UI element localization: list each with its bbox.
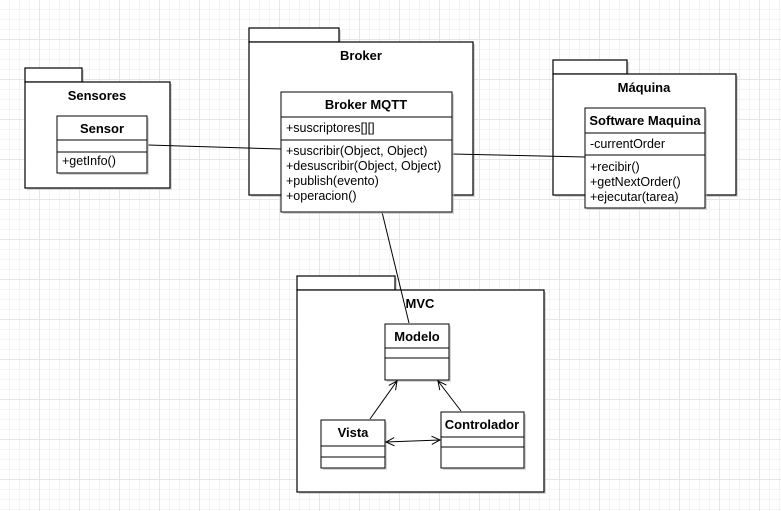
class-name: Controlador [445,417,519,432]
arrow-vista-controlador[interactable] [386,440,440,442]
class-vista[interactable]: Vista [320,419,387,470]
method-ejecutar: +ejecutar(tarea) [590,190,679,204]
package-maquina-label: Máquina [618,80,671,95]
connector-sensor-broker[interactable] [147,144,282,150]
arrow-controlador-to-modelo[interactable] [438,381,462,412]
package-broker-label: Broker [340,48,382,63]
mvc-arrows [369,381,462,442]
class-modelo[interactable]: Modelo [384,323,451,382]
class-name: Sensor [80,121,124,136]
method-getnextorder: +getNextOrder() [590,175,681,189]
arrow-vista-to-modelo[interactable] [369,381,397,420]
method-desuscribir: +desuscribir(Object, Object) [286,159,441,173]
class-name: Software Maquina [589,113,701,128]
connections [147,144,586,324]
class-name: Vista [338,425,370,440]
class-controlador[interactable]: Controlador [440,411,526,470]
package-sensores-label: Sensores [68,88,127,103]
method-recibir: +recibir() [590,160,640,174]
class-broker-mqtt[interactable]: Broker MQTT +suscriptores[][] +suscribir… [280,91,454,214]
method-operacion: +operacion() [286,189,357,203]
method-getinfo: +getInfo() [62,154,116,168]
class-name: Broker MQTT [325,97,407,112]
class-software-maquina[interactable]: Software Maquina -currentOrder +recibir(… [584,107,707,210]
attribute-currentorder: -currentOrder [590,137,665,151]
package-mvc-label: MVC [406,296,436,311]
class-name: Modelo [394,329,440,344]
connector-broker-software-maquina[interactable] [451,153,586,158]
attribute-suscriptores: +suscriptores[][] [286,121,375,135]
method-publish: +publish(evento) [286,174,379,188]
class-sensor[interactable]: Sensor +getInfo() [56,115,149,175]
connector-broker-modelo[interactable] [381,211,410,324]
method-suscribir: +suscribir(Object, Object) [286,144,427,158]
